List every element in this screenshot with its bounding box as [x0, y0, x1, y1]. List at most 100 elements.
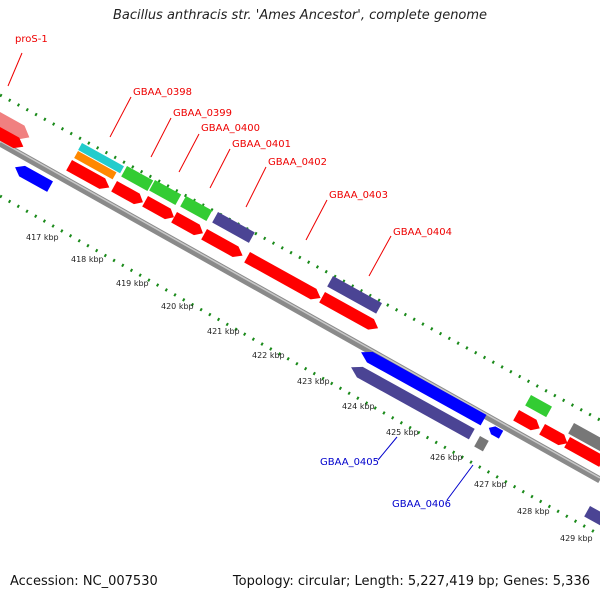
kbp-label-421: 421 kbp [207, 327, 240, 336]
feature-shape[interactable] [78, 143, 124, 174]
feature-gray-right[interactable] [568, 423, 600, 453]
callout-line-0398 [109, 96, 132, 138]
kbp-label-417: 417 kbp [26, 233, 59, 242]
callout-line-0400 [178, 133, 200, 173]
kbp-labels: 417 kbp 418 kbp 419 kbp 420 kbp 421 kbp … [26, 233, 593, 543]
feature-green-right[interactable] [525, 395, 552, 418]
gene-label-0406[interactable]: GBAA_0406 [392, 499, 451, 510]
feature-purple-0404[interactable] [327, 276, 382, 314]
gene-label-0399[interactable]: GBAA_0399 [173, 108, 232, 119]
gene-label-0400[interactable]: GBAA_0400 [201, 123, 260, 134]
callout-line-0406 [446, 464, 474, 501]
feature-shape[interactable] [149, 180, 182, 206]
gene-label-0402[interactable]: GBAA_0402 [268, 157, 327, 168]
feature-shape[interactable] [0, 112, 33, 144]
feature-shape[interactable] [142, 196, 177, 222]
feature-pros1-pink[interactable] [0, 112, 33, 144]
feature-purple-0401[interactable] [212, 212, 255, 243]
feature-red-0398[interactable] [66, 160, 112, 193]
callout-lines-blue [377, 436, 474, 501]
callout-line-0399 [150, 117, 172, 158]
kbp-label-427: 427 kbp [474, 480, 507, 489]
gene-label-0405[interactable]: GBAA_0405 [320, 457, 379, 468]
backbone [0, 139, 600, 484]
feature-purple-right[interactable] [584, 506, 600, 527]
gene-labels-red: proS-1 GBAA_0398 GBAA_0399 GBAA_0400 GBA… [15, 34, 452, 238]
feature-shape[interactable] [180, 196, 213, 222]
feature-shape[interactable] [201, 229, 245, 261]
gene-label-0403[interactable]: GBAA_0403 [329, 190, 388, 201]
feature-blue-0405[interactable] [358, 347, 487, 426]
feature-shape[interactable] [539, 424, 570, 449]
gene-label-pros1[interactable]: proS-1 [15, 34, 48, 45]
feature-shape[interactable] [327, 276, 382, 314]
feature-blue-small[interactable] [487, 424, 504, 439]
gene-label-0398[interactable]: GBAA_0398 [133, 87, 192, 98]
feature-shape[interactable] [474, 436, 489, 452]
feature-red-0400[interactable] [142, 196, 177, 222]
callout-line-pros1 [7, 52, 23, 87]
feature-shape[interactable] [0, 127, 26, 152]
feature-shape[interactable] [568, 423, 600, 453]
feature-purple-0405[interactable] [348, 362, 475, 440]
feature-shape[interactable] [513, 410, 542, 434]
feature-shape[interactable] [66, 160, 112, 193]
feature-shape[interactable] [564, 437, 600, 467]
feature-cyan[interactable] [78, 143, 124, 174]
feature-red-0402a[interactable] [201, 229, 245, 261]
feature-red-0402b[interactable] [244, 252, 323, 303]
topology-label: Topology: circular; Length: 5,227,419 bp… [232, 574, 590, 589]
backbone-line [0, 139, 600, 484]
feature-red-right2[interactable] [539, 424, 570, 449]
feature-red-0401[interactable] [171, 212, 206, 238]
gene-label-0401[interactable]: GBAA_0401 [232, 139, 291, 150]
kbp-label-426: 426 kbp [430, 453, 463, 462]
feature-orange[interactable] [74, 151, 117, 180]
feature-shape[interactable] [584, 506, 600, 527]
feature-shape[interactable] [348, 362, 475, 440]
kbp-label-423: 423 kbp [297, 377, 330, 386]
callout-line-0402 [245, 166, 267, 208]
outer-tick-line [0, 93, 600, 422]
outer-tick-track [0, 93, 600, 537]
feature-shape[interactable] [12, 162, 53, 192]
callout-line-0401 [209, 148, 231, 189]
callout-line-0403 [305, 199, 328, 241]
feature-shape[interactable] [244, 252, 323, 303]
feature-shape[interactable] [121, 166, 154, 192]
feature-shape[interactable] [74, 151, 117, 180]
feature-shape[interactable] [212, 212, 255, 243]
gene-label-0404[interactable]: GBAA_0404 [393, 227, 452, 238]
kbp-label-419: 419 kbp [116, 279, 149, 288]
map-title: Bacillus anthracis str. 'Ames Ancestor',… [112, 8, 488, 23]
kbp-label-422: 422 kbp [252, 351, 285, 360]
kbp-label-418: 418 kbp [71, 255, 104, 264]
feature-red-0403[interactable] [319, 292, 381, 334]
feature-red-right1[interactable] [513, 410, 542, 434]
callout-line-0404 [368, 235, 392, 277]
kbp-label-424: 424 kbp [342, 402, 375, 411]
feature-red-0399[interactable] [111, 181, 146, 207]
feature-green-0400[interactable] [180, 196, 213, 222]
feature-shape[interactable] [525, 395, 552, 418]
feature-shape[interactable] [111, 181, 146, 207]
feature-pros1-red[interactable] [0, 127, 26, 152]
kbp-label-420: 420 kbp [161, 302, 194, 311]
feature-green-0399b[interactable] [149, 180, 182, 206]
feature-shape[interactable] [358, 347, 487, 426]
feature-red-right3[interactable] [564, 437, 600, 467]
callout-lines-red [7, 52, 392, 277]
gene-labels-blue: GBAA_0405 GBAA_0406 [320, 457, 451, 510]
feature-blue-left[interactable] [12, 162, 53, 192]
kbp-label-428: 428 kbp [517, 507, 550, 516]
accession-label: Accession: NC_007530 [10, 574, 158, 589]
callout-line-0405 [377, 436, 398, 461]
feature-gray-small[interactable] [474, 436, 489, 452]
feature-green-0399a[interactable] [121, 166, 154, 192]
feature-shape[interactable] [171, 212, 206, 238]
kbp-label-429: 429 kbp [560, 534, 593, 543]
feature-shape[interactable] [487, 424, 504, 439]
kbp-label-425: 425 kbp [386, 428, 419, 437]
feature-shape[interactable] [319, 292, 381, 334]
